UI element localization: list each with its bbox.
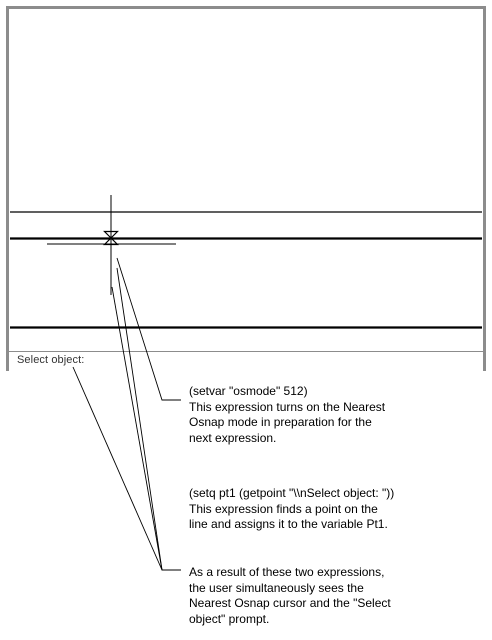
callout-result: As a result of these two expressions, th… [189,565,391,627]
callout-osmode-line-2: This expression turns on the Nearest [189,399,386,414]
command-line[interactable]: Select object: [9,351,483,372]
autocad-window: Select object: [6,6,486,372]
callout-osmode-line-1: (setvar "osmode" 512) [189,384,308,398]
command-prompt: Select object: [17,354,85,366]
callout-result-line-3: Nearest Osnap cursor and the "Select [189,596,391,610]
callout-getpoint: (setq pt1 (getpoint "\\nSelect object: "… [189,486,394,533]
drawing-area[interactable] [9,9,483,349]
callout-leader-lines [72,257,181,571]
callout-getpoint-line-2: This expression finds a point on the [189,501,378,516]
callout-getpoint-line-3: line and assigns it to the variable Pt1. [189,517,388,531]
callout-osmode-line-4: next expression. [189,430,277,445]
leader-line-2 [116,267,181,571]
callout-osmode: (setvar "osmode" 512) This expression tu… [189,384,385,446]
callout-result-line-2: the user simultaneously sees the [189,580,364,595]
drawing-canvas [10,211,482,329]
leader-line-1 [116,257,181,401]
callout-result-line-4: object" prompt. [189,611,270,626]
callout-result-line-1: As a result of these two expressions, [189,565,385,579]
leader-line-3 [111,286,163,571]
callout-osmode-line-3: Osnap mode in preparation for the [189,415,372,429]
callout-getpoint-line-1: (setq pt1 (getpoint "\\nSelect object: "… [189,486,395,500]
nearest-osnap-marker-icon [103,230,119,246]
leader-line-4 [72,366,163,571]
